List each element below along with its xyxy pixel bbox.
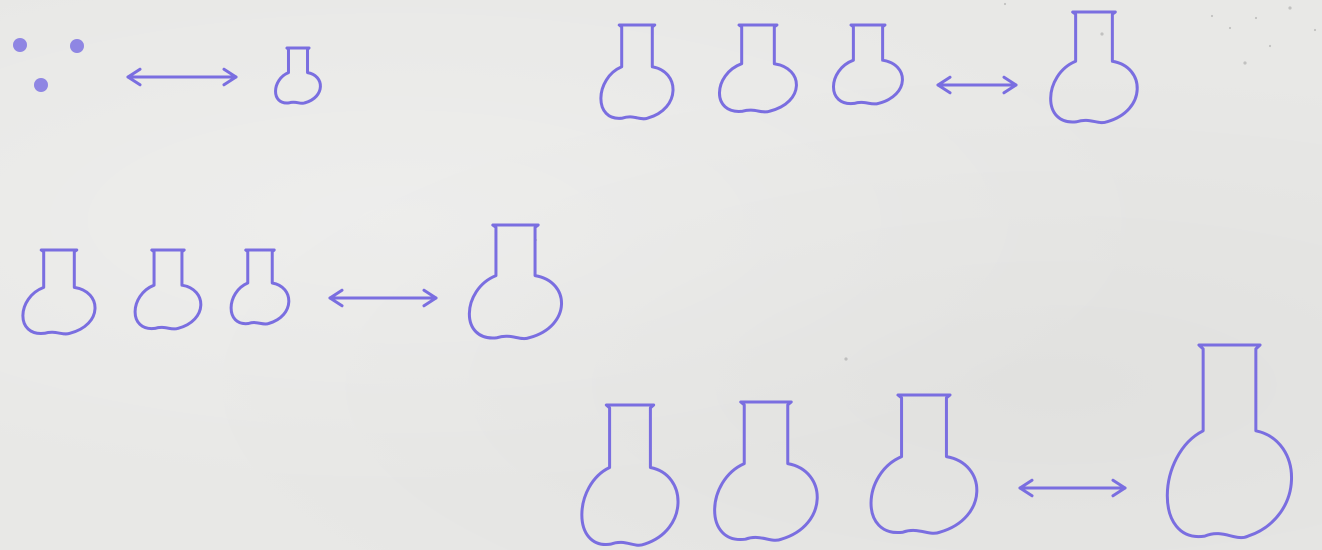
reactant-flask-3 — [231, 250, 289, 324]
row-2 — [23, 225, 562, 339]
flask-icon — [601, 25, 673, 119]
dot-group — [13, 38, 84, 92]
dot-icon — [70, 39, 84, 53]
double-arrow — [330, 290, 436, 306]
dot-icon — [13, 38, 27, 52]
flask-icon — [582, 405, 678, 545]
paper-speck — [1211, 15, 1213, 17]
double-arrow — [1020, 480, 1125, 496]
flask-icon — [871, 395, 977, 533]
reactant-flask-2 — [715, 402, 818, 540]
row-1-left — [13, 38, 320, 103]
paper-speck — [844, 357, 847, 360]
product-flask — [1167, 345, 1291, 538]
flask-icon — [231, 250, 289, 324]
flask-icon — [23, 250, 95, 334]
product-flask — [276, 48, 321, 103]
paper-speck — [1100, 32, 1103, 35]
flask-icon — [1167, 345, 1291, 538]
paper-speck — [1314, 29, 1316, 31]
row-1-right — [601, 12, 1137, 123]
flask-icon — [833, 25, 902, 104]
flask-icon — [135, 250, 201, 329]
reactant-flask-1 — [601, 25, 673, 119]
paper-speck — [1243, 61, 1246, 64]
reactant-flask-1 — [23, 250, 95, 334]
paper-speck — [1229, 27, 1231, 29]
flask-icon — [469, 225, 561, 339]
reactant-flask-2 — [719, 25, 796, 112]
paper-speck — [1004, 3, 1006, 5]
flask-icon — [276, 48, 321, 103]
reactant-flask-1 — [582, 405, 678, 545]
flask-icon — [715, 402, 818, 540]
flask-icon — [719, 25, 796, 112]
reactant-flask-3 — [871, 395, 977, 533]
flask-icon — [1051, 12, 1138, 123]
double-arrow — [128, 69, 236, 85]
row-3 — [582, 345, 1292, 545]
product-flask — [469, 225, 561, 339]
reactant-flask-3 — [833, 25, 902, 104]
double-arrow — [938, 77, 1016, 93]
paper-speck — [1288, 6, 1291, 9]
reactant-flask-2 — [135, 250, 201, 329]
paper-speck — [1255, 17, 1257, 19]
paper-speck — [1269, 45, 1271, 47]
product-flask — [1051, 12, 1138, 123]
dot-icon — [34, 78, 48, 92]
